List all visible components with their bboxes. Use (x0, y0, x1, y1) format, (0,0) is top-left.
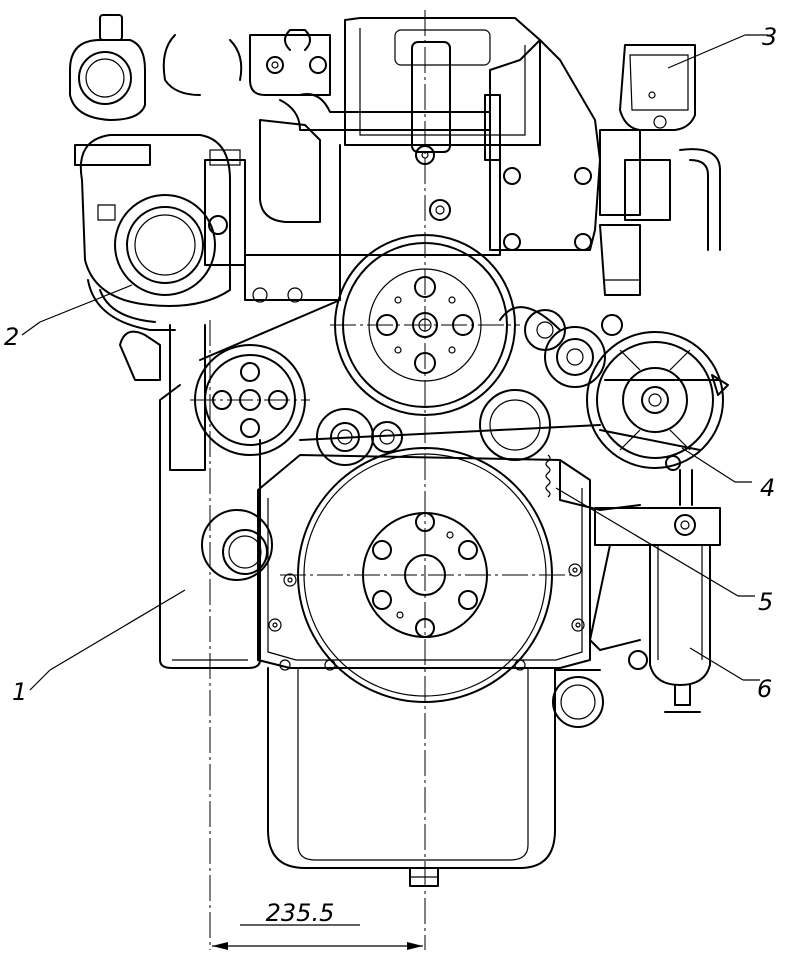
water-pump-pulley (169, 324, 306, 471)
cylinder-head (339, 17, 541, 256)
oil-pan (267, 667, 556, 887)
dimension-arrow-left (212, 942, 228, 950)
dimension-arrow-right (407, 942, 423, 950)
thermostat-housing (119, 330, 273, 581)
center-lines (190, 10, 575, 950)
callout-number-5: 5 (758, 588, 773, 616)
callout-leaders (21, 34, 768, 691)
belt-tensioner-spring (545, 454, 641, 511)
callout-labels: 1 2 3 4 5 6 (4, 23, 777, 706)
fuel-filter (589, 469, 721, 713)
turbocharger (69, 14, 231, 331)
dimension-value: 235.5 (266, 899, 335, 927)
callout-number-1: 1 (12, 678, 27, 706)
alternator (586, 331, 729, 471)
drive-belt (199, 299, 721, 451)
electronic-control-unit (489, 39, 721, 296)
dimension-235-5: 235.5 (212, 899, 423, 950)
callout-number-6: 6 (757, 675, 772, 703)
idler-pulleys (316, 309, 623, 466)
callout-number-2: 2 (4, 323, 19, 351)
callout-number-4: 4 (760, 474, 775, 502)
callout-number-3: 3 (762, 23, 777, 51)
oil-filler (552, 669, 604, 728)
